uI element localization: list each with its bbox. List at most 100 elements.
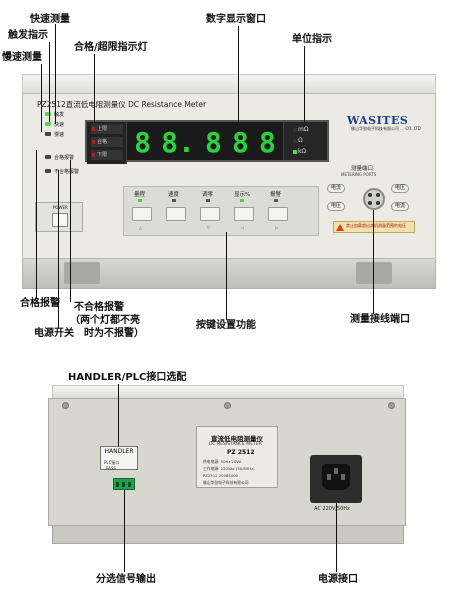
trigger-led xyxy=(45,112,51,116)
power-button[interactable] xyxy=(52,213,68,227)
leader-line xyxy=(41,64,42,132)
digit-row: 8 8. 8 8 8 xyxy=(129,126,281,160)
warning-icon xyxy=(336,224,344,231)
front-top-cover xyxy=(22,74,436,94)
rear-screw xyxy=(224,402,231,409)
key-alarm-sub: ▷ xyxy=(275,225,279,230)
leader-line xyxy=(373,210,374,314)
connector-pin xyxy=(368,193,372,197)
nameplate-model: PZ 2512 xyxy=(227,449,255,456)
terminal-pin xyxy=(116,482,119,487)
socket-pin xyxy=(327,474,331,480)
pass-alarm-led-label: 合格报警 xyxy=(54,155,75,161)
callout-handler: HANDLER/PLC接口选配 xyxy=(68,372,187,383)
power-switch-panel: POWER xyxy=(35,202,83,232)
unit-mohm: mΩ xyxy=(293,126,309,133)
handler-label: HANDLER xyxy=(100,446,138,470)
metering-label: 测量端口 xyxy=(351,166,374,172)
leader-line xyxy=(55,24,56,124)
terminal-pin xyxy=(128,482,131,487)
callout-power: 电源开关 xyxy=(34,328,74,339)
callout-display: 数字显示窗口 xyxy=(206,14,266,25)
fail-alarm-led-label: 不合格报警 xyxy=(54,169,80,175)
key-zero-label: 调零 xyxy=(202,192,214,198)
nameplate-row: 佛山华劲电子科技有限公司 xyxy=(203,480,249,485)
sort-output-terminal[interactable] xyxy=(113,478,135,490)
pass-alarm-led xyxy=(45,155,51,159)
digital-display: 上限 合格 下限 8 8. 8 8 8 mΩ Ω kΩ xyxy=(85,120,329,164)
leader-line xyxy=(124,490,125,572)
nameplate-subtitle: DC RESISTANCE METER xyxy=(209,442,262,447)
terminal-current-right: 电流 xyxy=(391,202,410,211)
callout-unit: 单位指示 xyxy=(292,34,332,45)
callout-fail-note-2: 时为不报警） xyxy=(84,328,144,339)
leader-line xyxy=(58,170,59,328)
callout-fail-alarm: 不合格报警 xyxy=(74,302,124,313)
ac-rating-label: AC 220V/50Hz xyxy=(314,506,350,512)
rear-screw xyxy=(62,402,69,409)
callout-slow: 慢速测量 xyxy=(2,52,42,63)
warning-label: 禁止加载超出本机测量范围的电压 xyxy=(333,221,415,233)
range-button[interactable] xyxy=(132,207,152,221)
slow-led-label: 慢速 xyxy=(54,132,65,138)
leader-line xyxy=(94,54,95,122)
unit-mohm-label: mΩ xyxy=(298,126,309,133)
leader-line xyxy=(336,503,337,572)
leader-line xyxy=(36,150,37,298)
limit-pass: 合格 xyxy=(91,137,123,147)
limit-upper-led xyxy=(92,127,95,131)
leader-line xyxy=(226,232,227,320)
callout-pass-alarm: 合格报警 xyxy=(20,298,60,309)
unit-kohm-label: kΩ xyxy=(298,148,307,155)
front-panel: PZ2512直流低电阻测量仪 DC Resistance Meter 触发 快速… xyxy=(22,93,436,259)
socket-pin xyxy=(341,474,345,480)
zero-button[interactable] xyxy=(200,207,220,221)
callout-trigger: 触发指示 xyxy=(8,30,48,41)
limit-lower-label: 下限 xyxy=(97,152,108,158)
callout-fast: 快速测量 xyxy=(30,14,70,25)
percent-button[interactable] xyxy=(234,207,254,221)
terminal-current-left: 电流 xyxy=(327,184,346,193)
leader-line xyxy=(70,160,71,302)
nameplate-row: 工作电源: 220Vac (50/60Hz) xyxy=(203,466,255,471)
rear-top-cover xyxy=(52,385,404,399)
limit-pass-led xyxy=(92,140,95,144)
digit: 8 xyxy=(134,126,151,159)
measure-connector[interactable] xyxy=(363,188,385,210)
fail-alarm-led xyxy=(45,169,51,173)
power-label: POWER xyxy=(53,205,68,210)
unit-kohm: kΩ xyxy=(293,148,307,155)
speed-button[interactable] xyxy=(166,207,186,221)
limit-pass-label: 合格 xyxy=(97,139,108,145)
metering-ports: 测量端口 METERING PORTS 电流 电压 电压 电流 禁止加载超出本机… xyxy=(323,164,423,244)
connector-pin xyxy=(376,193,380,197)
leader-line xyxy=(118,384,119,446)
callout-measure-port: 测量接线端口 xyxy=(350,314,410,325)
connector-pin xyxy=(376,201,380,205)
leader-line xyxy=(49,42,50,122)
alarm-button[interactable] xyxy=(268,207,288,221)
key-zero-led xyxy=(206,199,210,202)
connector-pin xyxy=(368,201,372,205)
limit-lower-led xyxy=(92,153,95,157)
slow-led xyxy=(45,132,51,136)
socket-pin xyxy=(334,468,338,474)
key-speed-label: 速度 xyxy=(168,192,180,198)
nameplate-row: PZ2512 2008S000 xyxy=(203,473,239,478)
nameplate-title: 直流低电阻测量仪 xyxy=(211,435,263,443)
digit: 8. xyxy=(161,126,195,159)
key-zero-sub: ▽ xyxy=(207,225,211,230)
key-percent-sub: ◁ xyxy=(241,225,245,230)
key-range-label: 量程 xyxy=(134,192,146,198)
iec-socket xyxy=(322,464,350,490)
key-range-sub: △ xyxy=(139,225,143,230)
limit-indicators: 上限 合格 下限 xyxy=(87,122,127,164)
key-percent-led xyxy=(240,199,244,202)
callout-fail-note-1: （两个灯都不亮 xyxy=(70,315,140,326)
rear-base xyxy=(52,526,404,544)
brand-logo: WASITES xyxy=(347,114,409,127)
power-socket[interactable] xyxy=(310,455,362,503)
front-foot-right xyxy=(356,262,392,284)
leader-line xyxy=(304,46,305,122)
limit-lower: 下限 xyxy=(91,150,123,160)
